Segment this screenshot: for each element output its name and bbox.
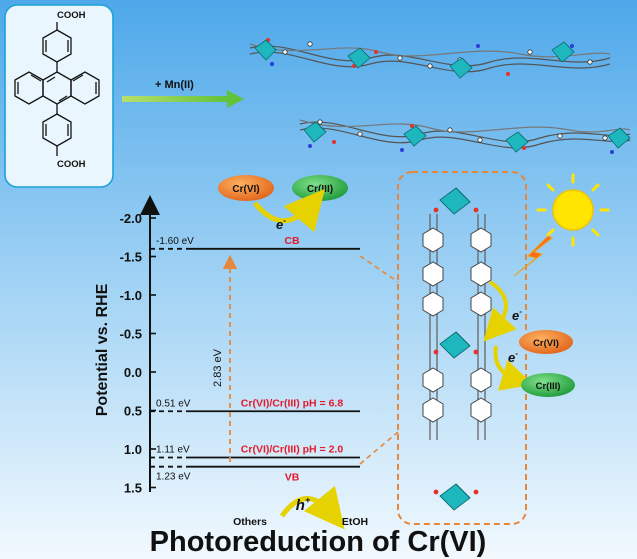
ligand-molecule: COOH COOH: [4, 4, 114, 188]
sun-icon: [536, 173, 610, 247]
cb-value: -1.60 eV: [156, 236, 194, 247]
cr-reduction-right: Cr(VI) Cr(III): [519, 330, 575, 397]
energy-diagram: -2.0 -1.5 -1.0 -0.5 0.0 0.5 1.0 1.5 Potential v…: [94, 195, 368, 530]
y-axis-title: Potential vs. RHE: [94, 283, 111, 416]
y-tick-label: 1.0: [124, 442, 142, 457]
footer-title: Photoreduction of Cr(VI): [150, 526, 487, 558]
electron-arrow-top: [253, 188, 325, 233]
vb-label: VB: [285, 472, 300, 484]
energy-levels: -1.60 eV CB 0.51 eV Cr(VI)/Cr(III) pH = 6.8…: [150, 235, 360, 484]
top-cooh-label: COOH: [57, 10, 86, 21]
level-ph20-value: 1.11 eV: [156, 444, 190, 455]
cr6-ball-right: [519, 330, 573, 354]
y-tick-label: -0.5: [120, 327, 142, 342]
reagent-label: + Mn(II): [155, 79, 194, 91]
y-tick-label: 0.5: [124, 404, 142, 419]
reduction-arrow-framework: [493, 345, 534, 391]
y-tick-label: -1.0: [120, 288, 142, 303]
band-gap-label: 2.83 eV: [212, 348, 224, 387]
y-tick-label: 1.5: [124, 481, 142, 496]
hole-arrow: [279, 485, 345, 530]
level-ph68-value: 0.51 eV: [156, 398, 191, 409]
cr6-label-right: Cr(VI): [533, 338, 559, 349]
etoh-label: EtOH: [342, 516, 368, 528]
molecule-box: [4, 4, 114, 188]
cr6-ball-top: [218, 175, 274, 201]
cr3-label-right: Cr(III): [536, 381, 561, 392]
level-ph20-label: Cr(VI)/Cr(III) pH = 2.0: [241, 443, 344, 455]
y-tick-label: -2.0: [120, 211, 142, 226]
electron-arrow-framework: [483, 280, 517, 342]
cr6-label-top: Cr(VI): [232, 184, 259, 195]
electron-label-framework: e-: [512, 307, 522, 323]
electron-label-top: e-: [276, 216, 286, 232]
cb-label: CB: [284, 235, 300, 247]
cr-reduction-top: Cr(VI) Cr(III) e-: [218, 175, 348, 233]
y-ticks: -2.0 -1.5 -1.0 -0.5 0.0 0.5 1.0 1.5: [120, 211, 156, 496]
level-ph68-label: Cr(VI)/Cr(III) pH = 6.8: [241, 397, 344, 409]
electron-label-framework-2: e-: [508, 349, 518, 365]
cr3-ball-right: [521, 373, 575, 397]
cr3-label-top: Cr(III): [307, 184, 333, 195]
connector-lines: [359, 255, 399, 465]
framework-chains: [249, 38, 631, 154]
bottom-cooh-label: COOH: [57, 159, 86, 170]
others-label: Others: [233, 516, 267, 528]
y-tick-label: -1.5: [120, 250, 142, 265]
light-ray-icon: [513, 235, 553, 277]
y-tick-label: 0.0: [124, 365, 142, 380]
vb-value: 1.23 eV: [156, 472, 191, 483]
reaction-arrow: + Mn(II): [122, 79, 244, 108]
hole-label: h+: [296, 495, 311, 514]
